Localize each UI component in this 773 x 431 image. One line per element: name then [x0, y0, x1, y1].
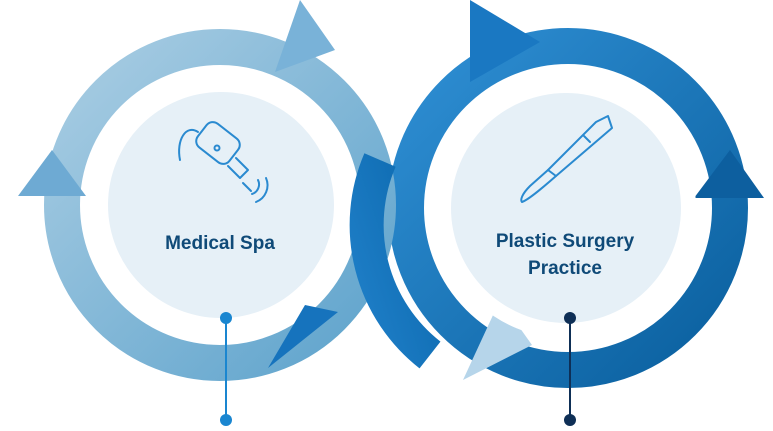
left-inner-circle [108, 92, 334, 318]
ultrasound-handpiece-icon [178, 121, 269, 203]
left-pin [220, 312, 232, 426]
medical-spa-label: Medical Spa [130, 230, 310, 257]
right-ring-crossing-segment [349, 153, 441, 369]
plastic-surgery-label-line-2: Practice [528, 258, 602, 279]
right-pin [564, 312, 576, 426]
plastic-surgery-label: Plastic Surgery Practice [455, 228, 675, 282]
right-inner-circle [451, 93, 681, 323]
right-ring [388, 0, 764, 388]
plastic-surgery-label-line-1: Plastic Surgery [495, 231, 635, 252]
right-ring-arrowhead-bottom [268, 305, 338, 368]
right-ring-arrowhead-top [470, 0, 540, 82]
right-ring-arrowhead-right [694, 150, 764, 198]
left-ring-arrowhead-bottom [463, 300, 532, 380]
left-ring-arrowhead-left [18, 150, 86, 196]
left-ring-arrowhead-top [275, 0, 335, 72]
right-ring-band [388, 28, 748, 388]
scalpel-icon [520, 115, 613, 203]
medical-spa-label-line-1: Medical Spa [165, 233, 275, 254]
